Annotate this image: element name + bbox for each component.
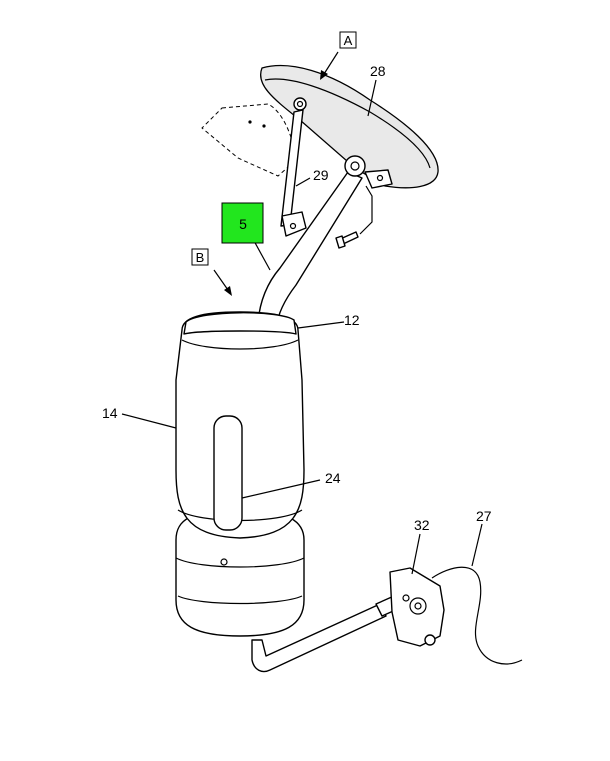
mirror-head-14 <box>175 311 305 637</box>
callout-a-text: A <box>344 33 353 48</box>
part-label-12: 12 <box>344 312 360 328</box>
dashed-sun-visor <box>201 103 297 177</box>
callout-b-text: B <box>196 250 205 265</box>
part-label-24: 24 <box>325 470 341 486</box>
side-clip <box>364 169 393 189</box>
highlight-callout-5: 5 <box>221 202 264 244</box>
callout-5-text: 5 <box>239 216 247 232</box>
callout-box-b: B <box>191 248 209 266</box>
upper-bracket-28 <box>259 64 439 189</box>
cable-27 <box>431 566 523 665</box>
mounting-base-32 <box>389 567 445 647</box>
part-label-14: 14 <box>102 405 118 421</box>
part-label-27: 27 <box>476 508 492 524</box>
part-label-28: 28 <box>370 63 386 79</box>
bolt <box>335 231 359 249</box>
callout-box-a: A <box>339 31 357 49</box>
brace-rod-29 <box>280 97 307 237</box>
part-label-29: 29 <box>313 167 329 183</box>
part-label-32: 32 <box>414 517 430 533</box>
